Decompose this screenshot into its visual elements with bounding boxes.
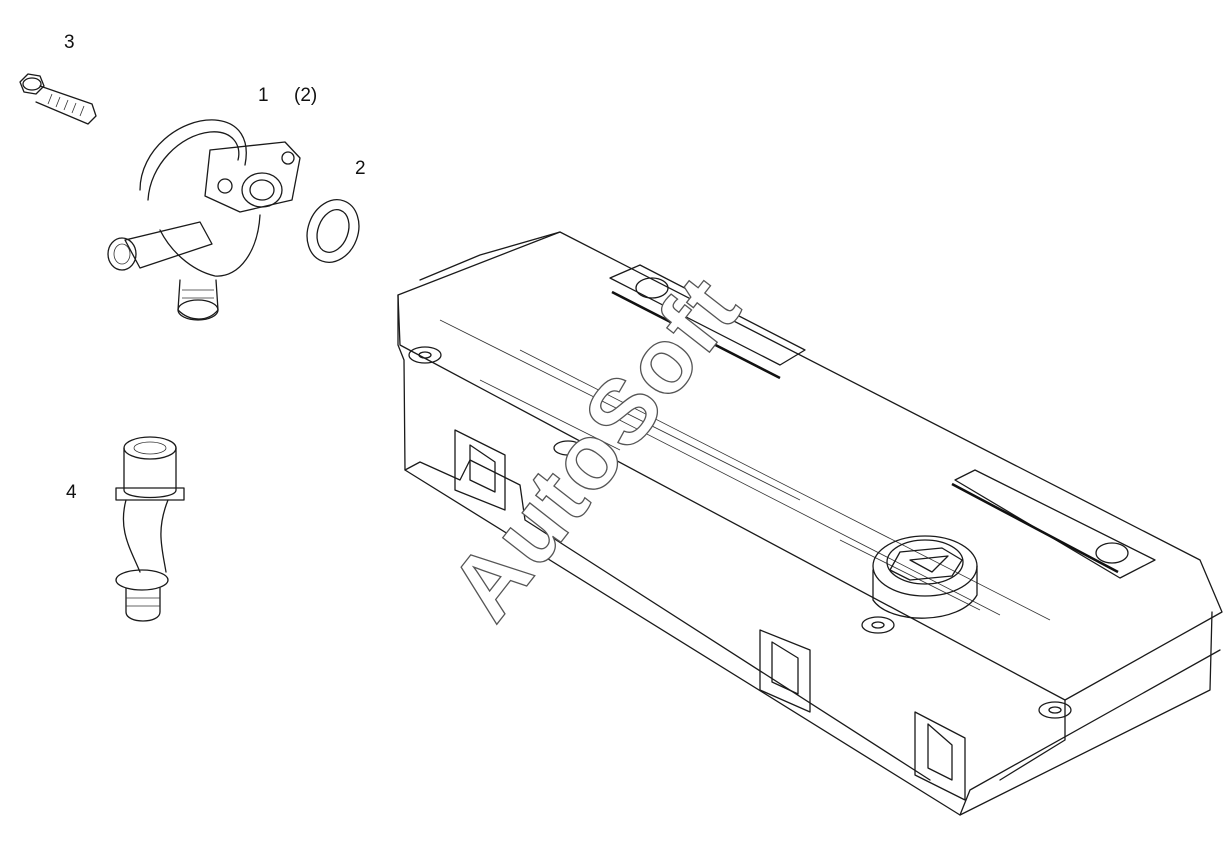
valve-cover-icon — [397, 231, 1223, 816]
callout-part-1: 1 — [258, 85, 269, 106]
bolt-icon — [19, 73, 97, 125]
seal-ring-icon — [306, 199, 360, 263]
callout-part-4: 4 — [66, 482, 77, 503]
callout-part-1-alt: (2) — [294, 85, 318, 106]
callout-part-2: 2 — [355, 158, 366, 179]
callout-part-3: 3 — [64, 32, 75, 53]
hose-fitting-icon — [115, 436, 185, 622]
outlet-housing-icon — [107, 119, 301, 321]
